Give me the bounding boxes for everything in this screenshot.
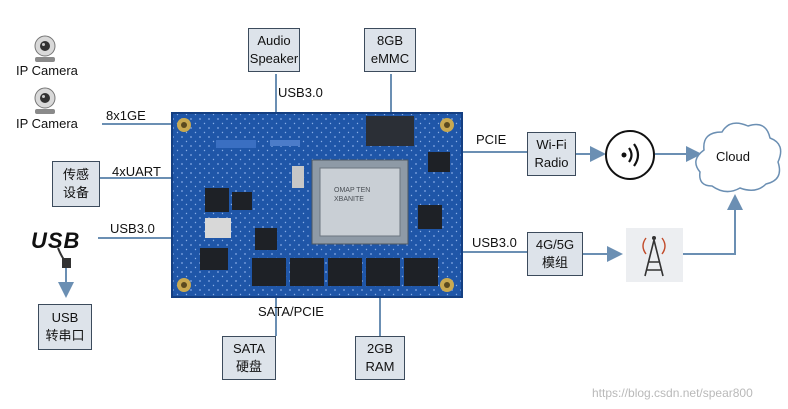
audio-bus-label: USB3.0 <box>278 85 323 100</box>
sata-disk-box: SATA 硬盘 <box>222 336 276 380</box>
usb-logo-icon: USB <box>31 228 81 253</box>
ip-camera-1-label: IP Camera <box>16 63 78 78</box>
pcie-label: PCIE <box>476 132 507 147</box>
cell-tower-icon <box>626 228 683 282</box>
lte-module-box: 4G/5G 模组 <box>527 232 583 276</box>
soc-marking: OMAP TEN XBANITE <box>334 187 371 203</box>
ge-port-label: 8x1GE <box>106 108 146 123</box>
cloud-label: Cloud <box>716 149 750 164</box>
usb30-right-label: USB3.0 <box>472 235 517 250</box>
camera-icon <box>34 87 56 114</box>
usb-port-label: USB3.0 <box>110 221 155 236</box>
watermark: https://blog.csdn.net/spear800 <box>592 386 753 400</box>
tower-to-cloud-arrow <box>682 194 743 255</box>
pcb-board <box>171 112 463 298</box>
sata-pcie-label: SATA/PCIE <box>258 304 324 319</box>
usb-serial-box: USB 转串口 <box>38 304 92 350</box>
ram-box: 2GB RAM <box>355 336 405 380</box>
sensor-box: 传感 设备 <box>52 161 100 207</box>
ip-camera-2-label: IP Camera <box>16 116 78 131</box>
cloud-icon <box>695 122 782 193</box>
uart-port-label: 4xUART <box>112 164 161 179</box>
emmc-box: 8GB eMMC <box>364 28 416 72</box>
usb-plug-icon <box>62 258 71 268</box>
wifi-radio-box: Wi-Fi Radio <box>527 132 576 176</box>
wifi-icon <box>605 130 655 180</box>
audio-speaker-box: Audio Speaker <box>248 28 300 72</box>
camera-icon <box>34 35 56 62</box>
